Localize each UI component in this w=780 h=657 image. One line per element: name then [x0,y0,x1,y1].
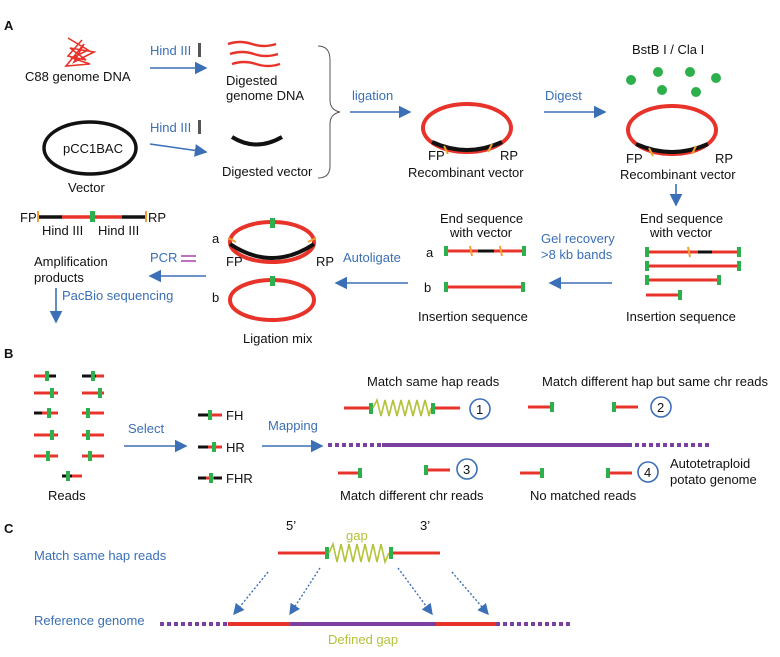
rp-label-3: RP [316,254,334,269]
restriction-dots-icon [626,67,721,97]
recombinant-vector-label-1: Recombinant vector [408,165,524,180]
diff-chr-reads [338,465,450,478]
fp-label-1: FP [428,148,445,163]
genome-dna-icon [64,37,97,67]
digested-dna-label-2: genome DNA [226,88,304,103]
end-seq-mid-fragment [444,245,526,257]
ins-seq-mid-fragment [444,282,525,292]
reads-label: Reads [48,488,86,503]
dotted-mapping-arrows [233,567,489,616]
ins-seq-mid-label: Insertion sequence [418,309,528,324]
panel-label-b: B [4,346,13,361]
amplified-product-fragment [37,211,147,222]
row-b-lig: b [212,290,219,305]
ligated-vector-a-icon [227,218,317,264]
digested-vector-label: Digested vector [222,164,313,179]
number-badge-4 [637,461,659,483]
panel-label-a: A [4,18,14,33]
digested-dna-icon [227,40,281,68]
brace [317,45,341,179]
diff-hap-reads [528,402,638,412]
selected-reads [198,410,222,483]
fp-label-2: FP [626,151,643,166]
vector-label: Vector [68,180,106,195]
number-4: 4 [644,465,651,480]
recombinant-vector-label-2: Recombinant vector [620,167,736,182]
digest-label: Digest [545,88,582,103]
number-1: 1 [476,402,483,417]
mapping-label: Mapping [268,418,318,433]
digested-vector-icon [230,135,283,147]
autoligate-label: Autoligate [343,250,401,265]
recombinant-vector-1-icon [421,102,513,155]
end-seq-mid-label-2: with vector [449,225,513,240]
match-same-hap-read-c [278,541,440,565]
reads-fragments [34,371,104,481]
no-match-reads [520,468,632,478]
number-3: 3 [463,462,470,477]
hind-marker-1 [198,43,201,57]
gel-recovery-label-2: >8 kb bands [541,247,613,262]
end-seq-mid-label-1: End sequence [440,211,523,226]
defined-gap-label: Defined gap [328,632,398,647]
match-same-hap-read [344,397,460,417]
amplification-label-1: Amplification [34,254,108,269]
reference-genome-label: Reference genome [34,613,145,628]
pcc1bac-vector-icon [42,120,138,176]
number-badge-3 [456,458,478,480]
ins-seq-right-label: Insertion sequence [626,309,736,324]
pcr-label: PCR [150,250,177,265]
fp-label-4: FP [20,210,37,225]
autotetraploid-label-2: potato genome [670,472,757,487]
number-badge-2 [650,396,672,418]
end-seq-right-fragments [645,246,741,300]
select-label: Select [128,421,165,436]
c88-label: C88 genome DNA [25,69,131,84]
ligated-vector-b-icon [228,276,316,322]
gel-recovery-label-1: Gel recovery [541,231,615,246]
number-badge-1 [469,398,491,420]
end-seq-right-label-1: End sequence [640,211,723,226]
rp-label-4: RP [148,210,166,225]
hind-label-3: Hind III [42,223,83,238]
match-same-hap-label-b: Match same hap reads [367,374,500,389]
rp-label-1: RP [500,148,518,163]
row-a-mid: a [426,245,434,260]
bstb-cla-label: BstB I / Cla I [632,42,704,57]
gap-label: gap [346,528,368,543]
fhr-label: FHR [226,471,253,486]
hind-label-1: Hind III [150,43,191,58]
end-seq-right-label-2: with vector [649,225,713,240]
ligation-mix-label: Ligation mix [243,331,313,346]
arrow-hind-2 [149,143,208,157]
ligation-label: ligation [352,88,393,103]
amplification-label-2: products [34,270,84,285]
no-match-label: No matched reads [530,488,637,503]
pcc1bac-label: pCC1BAC [63,141,123,156]
row-b-mid: b [424,280,431,295]
recombinant-vector-2-icon [626,104,718,157]
match-diff-chr-label: Match different chr reads [340,488,484,503]
fp-label-3: FP [226,254,243,269]
hind-label-2: Hind III [150,120,191,135]
panel-label-c: C [4,521,14,536]
autotetraploid-label-1: Autotetraploid [670,456,750,471]
hind-label-4: Hind III [98,223,139,238]
hr-label: HR [226,440,245,455]
three-prime-label: 3’ [420,518,430,533]
match-diff-hap-label: Match different hap but same chr reads [542,374,768,389]
hind-marker-2 [198,120,201,134]
rp-label-2: RP [715,151,733,166]
fh-label: FH [226,408,243,423]
five-prime-label: 5’ [286,518,296,533]
match-same-hap-label-c: Match same hap reads [34,548,167,563]
number-2: 2 [657,400,664,415]
row-a-lig: a [212,231,220,246]
digested-dna-label-1: Digested [226,73,277,88]
pacbio-label: PacBio sequencing [62,288,173,303]
